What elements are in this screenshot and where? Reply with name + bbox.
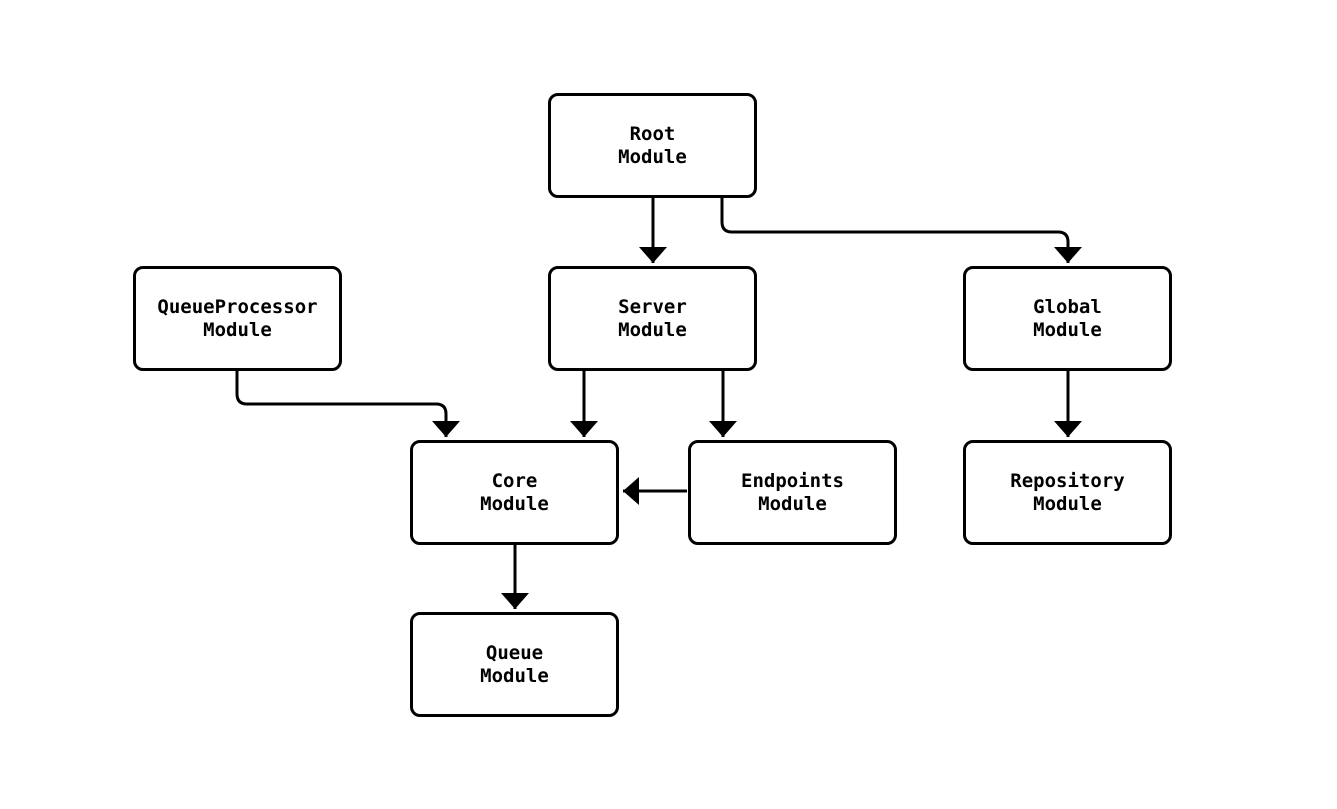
node-label-line: Module	[758, 492, 827, 515]
node-root-module: Root Module	[548, 93, 757, 198]
node-label-line: Module	[480, 664, 549, 687]
node-endpoints-module: Endpoints Module	[688, 440, 897, 545]
node-label-line: Module	[1033, 318, 1102, 341]
node-global-module: Global Module	[963, 266, 1172, 371]
node-label-line: Root	[629, 122, 676, 145]
node-label-line: Core	[491, 469, 538, 492]
node-label-line: Endpoints	[741, 469, 844, 492]
node-label-line: Repository	[1010, 469, 1125, 492]
node-label-line: Global	[1033, 295, 1102, 318]
node-label-line: Module	[618, 318, 687, 341]
node-label-line: Module	[1033, 492, 1102, 515]
node-label-line: Module	[618, 145, 687, 168]
node-server-module: Server Module	[548, 266, 757, 371]
node-queue-module: Queue Module	[410, 612, 619, 717]
node-label-line: Module	[480, 492, 549, 515]
node-label-line: Module	[203, 318, 272, 341]
edge-queueprocessor-to-core-arrow	[235, 371, 460, 437]
node-label-line: QueueProcessor	[157, 295, 318, 318]
node-repository-module: Repository Module	[963, 440, 1172, 545]
edge-root-to-global-arrow	[720, 198, 1082, 263]
node-label-line: Queue	[485, 641, 544, 664]
node-label-line: Server	[618, 295, 687, 318]
node-queueprocessor-module: QueueProcessor Module	[133, 266, 342, 371]
node-core-module: Core Module	[410, 440, 619, 545]
